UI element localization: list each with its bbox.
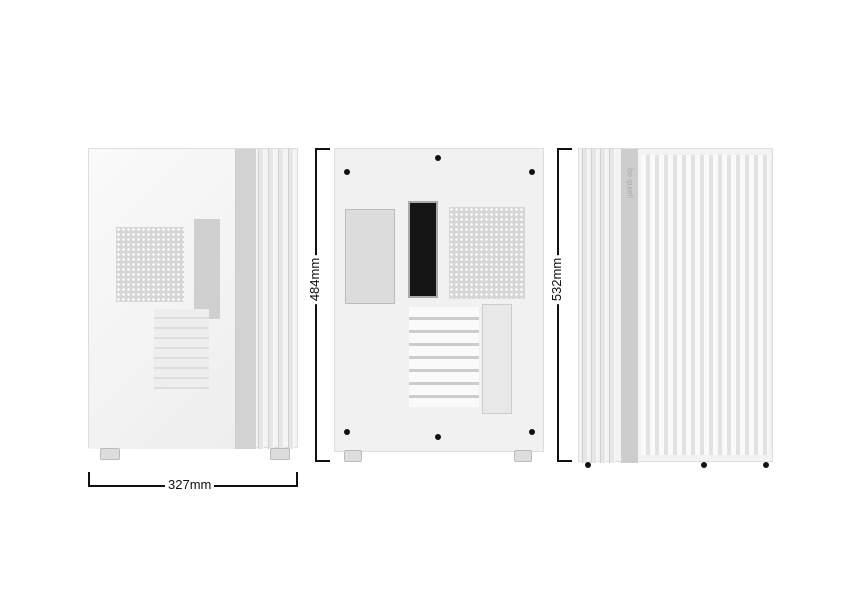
exhaust-fan-grille (449, 207, 525, 299)
dimension-tick (315, 148, 330, 150)
front-grille (641, 155, 769, 455)
glass-panel (89, 149, 236, 449)
psu-bay (345, 209, 395, 304)
foot (100, 448, 120, 460)
height-front-dimension-line (557, 148, 559, 462)
foot (514, 450, 532, 462)
case-front-view: be quiet! (578, 148, 773, 463)
foot (344, 450, 362, 462)
front-fins (256, 149, 299, 449)
foot (270, 448, 290, 460)
logo-strip: be quiet! (621, 149, 638, 463)
case-side-view (88, 148, 299, 449)
screw (529, 169, 535, 175)
case-rear-view (334, 148, 544, 452)
expansion-slots (409, 307, 479, 407)
height-front-label: 532mm (549, 254, 565, 305)
screw (344, 429, 350, 435)
fan-mount-grille (116, 227, 184, 302)
screw (529, 429, 535, 435)
side-fins (579, 149, 621, 463)
foot (763, 462, 769, 468)
screw (344, 169, 350, 175)
side-panel (482, 304, 512, 414)
gpu-bracket (194, 219, 220, 319)
screw (435, 155, 441, 161)
front-accent-strip (236, 149, 256, 449)
dimension-tick (296, 472, 298, 487)
width-label: 327mm (165, 477, 215, 492)
foot (585, 462, 591, 468)
io-shield (408, 201, 438, 298)
brand-logo: be quiet! (625, 168, 635, 199)
foot (701, 462, 707, 468)
dimension-tick (88, 472, 90, 487)
screw (435, 434, 441, 440)
height-back-label: 484mm (307, 254, 323, 305)
height-back-dimension-line (315, 148, 317, 462)
dimension-tick (557, 148, 572, 150)
dimension-tick (557, 460, 572, 462)
dimension-tick (315, 460, 330, 462)
pci-slots (154, 309, 209, 389)
